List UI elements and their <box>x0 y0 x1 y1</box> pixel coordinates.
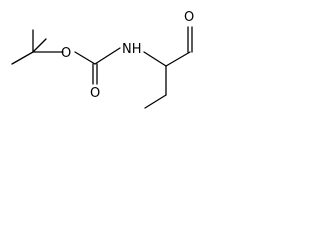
ester-oxygen-label: O <box>61 46 71 61</box>
carbonyl-oxygen-label: O <box>90 86 100 101</box>
bond-alpha-to-aldehyde-carbon <box>165 51 191 67</box>
bond-tbu-methyl-left <box>11 51 34 65</box>
molecule-structure: O O NH O <box>11 10 194 109</box>
aldehyde-oxygen-label: O <box>184 10 194 25</box>
amine-label: NH <box>122 42 142 57</box>
bond-nitrogen-to-alpha-carbon <box>143 51 167 67</box>
bond-tbu-methyl-right <box>32 38 47 53</box>
bond-carbonyl-to-nitrogen <box>94 47 121 65</box>
bond-oxygen-to-carbonyl <box>74 51 96 65</box>
bond-ethyl-terminal <box>144 94 167 109</box>
